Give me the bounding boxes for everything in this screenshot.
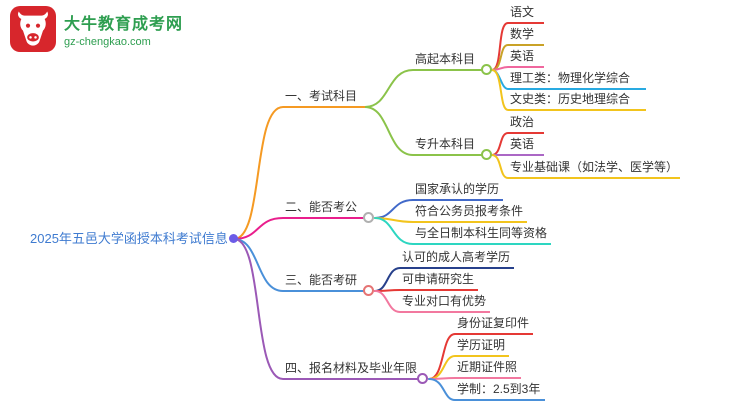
link-mat-photo bbox=[428, 377, 456, 380]
link-gaoqiben-english bbox=[491, 66, 509, 71]
leaf-apply-postgraduate: 可申请研究生 bbox=[400, 272, 478, 291]
leaf-civil-servant-eligibility: 符合公务员报考条件 bbox=[413, 204, 527, 223]
link-pg-advantage bbox=[374, 290, 401, 313]
leaf-major-advantage: 专业对口有优势 bbox=[400, 294, 490, 313]
connector-gaoqiben bbox=[481, 64, 492, 75]
site-url: gz-chengkao.com bbox=[64, 36, 151, 48]
link-gaoqiben-chinese bbox=[491, 22, 509, 71]
connector-civil-service bbox=[363, 212, 374, 223]
link-center-to-civil-service bbox=[233, 217, 284, 240]
leaf-recent-photo: 近期证件照 bbox=[455, 360, 521, 379]
leaf-math: 数学 bbox=[508, 27, 544, 46]
connector-materials bbox=[417, 373, 428, 384]
link-center-to-postgraduate bbox=[233, 238, 284, 292]
leaf-professional-basic-course: 专业基础课（如法学、医学等） bbox=[508, 160, 680, 179]
connector-zhuanshengben bbox=[481, 149, 492, 160]
link-gaoqiben-science bbox=[491, 69, 509, 90]
branch-exam-subjects: 一、考试科目 bbox=[283, 89, 365, 108]
link-center-to-materials bbox=[233, 238, 284, 380]
site-name: 大牛教育成考网 bbox=[64, 16, 184, 33]
node-gaoqiben-subjects: 高起本科目 bbox=[413, 52, 483, 71]
leaf-state-recognized: 国家承认的学历 bbox=[413, 182, 503, 201]
leaf-english-2: 英语 bbox=[508, 137, 544, 156]
branch-civil-service: 二、能否考公 bbox=[283, 200, 365, 219]
link-civil-recognized bbox=[374, 199, 414, 219]
link-center-to-exam-subjects bbox=[233, 106, 284, 240]
branch-postgraduate: 三、能否考研 bbox=[283, 273, 365, 292]
link-mat-id-copy bbox=[428, 333, 456, 380]
link-mat-duration bbox=[428, 378, 456, 401]
link-gaoqiben-math bbox=[491, 44, 509, 71]
bull-icon bbox=[10, 6, 56, 52]
leaf-english-1: 英语 bbox=[508, 49, 544, 68]
central-topic: 2025年五邑大学函授本科考试信息 bbox=[30, 231, 228, 246]
link-civil-equal bbox=[374, 217, 414, 245]
leaf-politics: 政治 bbox=[508, 115, 544, 134]
site-logo: 大牛教育成考网 gz-chengkao.com bbox=[10, 6, 183, 52]
leaf-id-copy: 身份证复印件 bbox=[455, 316, 533, 335]
node-zhuanshengben-subjects: 专升本科目 bbox=[413, 137, 483, 156]
link-exam-to-gaoqiben bbox=[364, 69, 414, 108]
link-zsb-professional bbox=[491, 154, 509, 179]
leaf-equal-qualification: 与全日制本科生同等资格 bbox=[413, 226, 551, 245]
link-zsb-politics bbox=[491, 132, 509, 156]
leaf-duration: 学制：2.5到3年 bbox=[455, 382, 545, 401]
link-exam-to-zhuanshengben bbox=[364, 106, 414, 156]
link-mat-certificate bbox=[428, 355, 456, 380]
link-pg-apply bbox=[374, 289, 401, 292]
link-civil-eligibility bbox=[374, 217, 414, 223]
leaf-chinese: 语文 bbox=[508, 5, 544, 24]
leaf-education-certificate: 学历证明 bbox=[455, 338, 509, 357]
leaf-liberal-arts-comprehensive: 文史类：历史地理综合 bbox=[508, 92, 646, 111]
branch-materials-duration: 四、报名材料及毕业年限 bbox=[283, 361, 419, 380]
connector-postgraduate bbox=[363, 285, 374, 296]
leaf-science-comprehensive: 理工类：物理化学综合 bbox=[508, 71, 646, 90]
link-pg-recognized bbox=[374, 267, 401, 292]
central-dot bbox=[229, 234, 238, 243]
link-gaoqiben-liberal-arts bbox=[491, 69, 509, 111]
leaf-recognized-adult-gaokao: 认可的成人高考学历 bbox=[400, 250, 514, 269]
